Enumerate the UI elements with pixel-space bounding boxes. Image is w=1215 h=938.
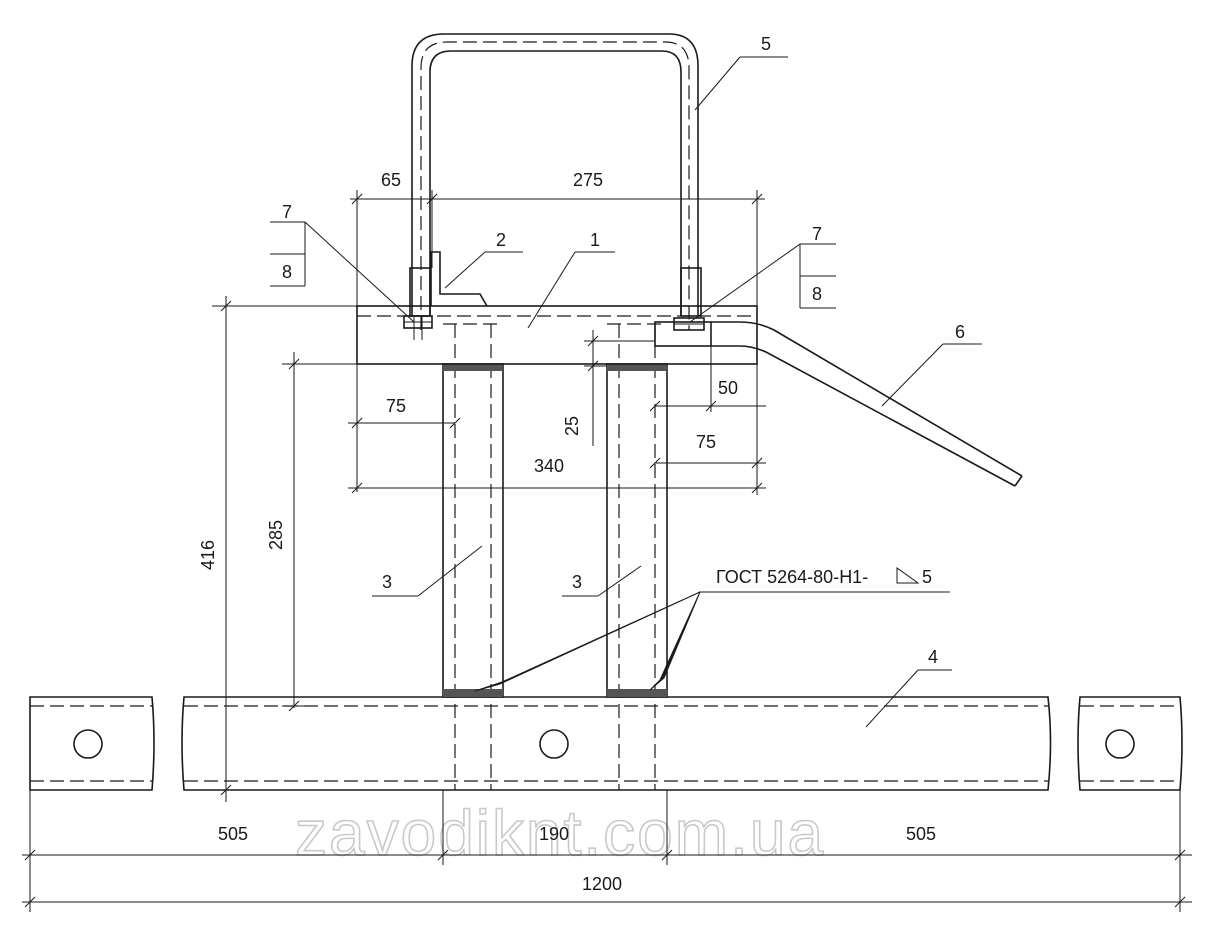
nut-left <box>403 315 433 340</box>
top-plate <box>356 305 758 365</box>
weld-leg: 5 <box>922 567 932 587</box>
bolt-hole-left <box>73 729 103 759</box>
dim-340: 340 <box>534 456 564 476</box>
weld-note: ГОСТ 5264-80-Н1- <box>716 567 868 587</box>
dim-75-right: 75 <box>696 432 716 452</box>
dim-50: 50 <box>718 378 738 398</box>
dim-505-left: 505 <box>218 824 248 844</box>
callout-8-right: 8 <box>812 284 822 304</box>
callout-5: 5 <box>761 34 771 54</box>
dim-25: 25 <box>562 416 582 436</box>
post-left <box>442 324 504 790</box>
dim-190: 190 <box>539 824 569 844</box>
callout-8-left: 8 <box>282 262 292 282</box>
bolt-hole-middle <box>539 729 569 759</box>
beam-segment-left <box>29 696 155 791</box>
dim-1200: 1200 <box>582 874 622 894</box>
dim-505-right: 505 <box>906 824 936 844</box>
weld-bottom-left <box>443 689 503 697</box>
weld-top-left <box>443 364 503 371</box>
dimension-lines <box>22 190 1192 912</box>
beam-segment-right <box>1077 696 1183 791</box>
ground-strip <box>654 321 1023 487</box>
weld-top-right <box>607 364 667 371</box>
dim-275: 275 <box>573 170 603 190</box>
callout-6: 6 <box>955 322 965 342</box>
dim-285: 285 <box>266 520 286 550</box>
callout-7-right: 7 <box>812 224 822 244</box>
post-right <box>606 324 668 790</box>
callout-4: 4 <box>928 647 938 667</box>
dim-65: 65 <box>381 170 401 190</box>
beam-segment-middle <box>181 696 1052 791</box>
nut-right <box>673 317 705 331</box>
angle-bracket <box>430 251 488 307</box>
weld-bottom-right <box>607 689 667 697</box>
callout-1: 1 <box>590 230 600 250</box>
callout-2: 2 <box>496 230 506 250</box>
dim-75-left: 75 <box>386 396 406 416</box>
bolt-hole-right <box>1105 729 1135 759</box>
callout-7-left: 7 <box>282 202 292 222</box>
callout-3-right: 3 <box>572 572 582 592</box>
base-beam <box>29 696 1183 791</box>
u-bolt <box>409 33 702 330</box>
callout-3-left: 3 <box>382 572 392 592</box>
watermark-text: zavodiknt.com.ua <box>295 797 825 869</box>
dim-416: 416 <box>198 540 218 570</box>
callout-leaders <box>270 56 982 728</box>
